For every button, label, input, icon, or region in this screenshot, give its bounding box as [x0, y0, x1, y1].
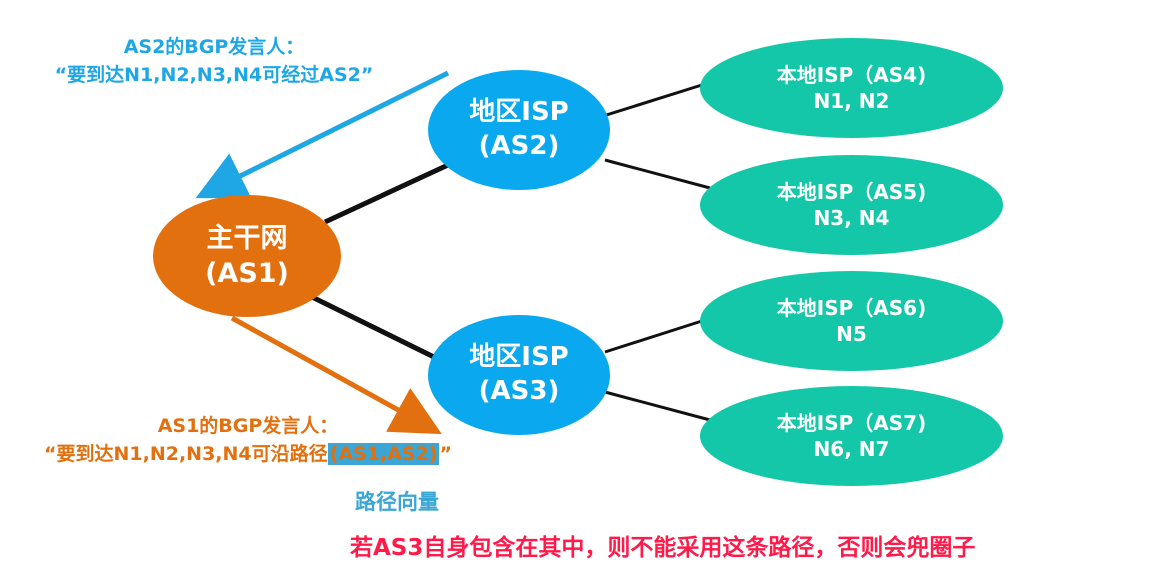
- as2-bgp-speaker-note: AS2的BGP发言人： “要到达N1,N2,N3,N4可经过AS2”: [30, 34, 398, 89]
- as6-name: 本地ISP（AS6): [776, 296, 927, 320]
- link-as3-as7: [604, 390, 711, 422]
- as3-as: (AS3): [478, 376, 560, 406]
- backbone-as: (AS1): [205, 258, 289, 289]
- as2-note-line2: “要到达N1,N2,N3,N4可经过AS2”: [54, 63, 374, 86]
- link-as3-as6: [604, 318, 706, 354]
- as2-as: (AS2): [478, 131, 560, 161]
- as2-name: 地区ISP: [469, 97, 569, 128]
- backbone-node-as1: 主干网 (AS1): [153, 195, 341, 317]
- as-path-highlight: (AS1,AS2): [327, 442, 440, 465]
- as7-name: 本地ISP（AS7): [776, 411, 927, 435]
- as3-name: 地区ISP: [469, 342, 569, 373]
- link-as2-as4: [599, 82, 706, 119]
- local-isp-as4: 本地ISP（AS4) N1, N2: [700, 38, 1003, 138]
- as6-networks: N5: [836, 322, 867, 346]
- as5-name: 本地ISP（AS5): [776, 180, 927, 204]
- regional-isp-as2: 地区ISP (AS2): [428, 70, 610, 190]
- link-as1-as3: [308, 293, 442, 363]
- local-isp-as5: 本地ISP（AS5) N3, N4: [700, 155, 1003, 255]
- link-as1-as2: [323, 162, 450, 225]
- local-isp-as7: 本地ISP（AS7) N6, N7: [700, 386, 1003, 486]
- as4-networks: N1, N2: [813, 89, 890, 113]
- as5-networks: N3, N4: [813, 206, 890, 230]
- as2-note-line1: AS2的BGP发言人：: [123, 36, 305, 58]
- as4-name: 本地ISP（AS4): [776, 63, 927, 87]
- as1-note-line2-prefix: “要到达N1,N2,N3,N4可沿路径: [44, 442, 328, 465]
- regional-isp-as3: 地区ISP (AS3): [428, 315, 610, 435]
- link-as2-as5: [604, 158, 711, 190]
- as2-advertisement-arrow: [195, 70, 450, 199]
- local-isp-as6: 本地ISP（AS6) N5: [700, 271, 1003, 371]
- as1-bgp-speaker-note: AS1的BGP发言人： “要到达N1,N2,N3,N4可沿路径(AS1,AS2)…: [8, 413, 488, 468]
- as7-networks: N6, N7: [813, 437, 890, 461]
- as1-advertisement-arrow: [230, 315, 442, 435]
- as1-note-line1: AS1的BGP发言人：: [157, 415, 339, 437]
- as1-note-line2-suffix: ”: [439, 442, 452, 465]
- backbone-name: 主干网: [206, 222, 288, 254]
- loop-warning-text: 若AS3自身包含在其中，则不能采用这条路径，否则会兜圈子: [350, 535, 976, 561]
- path-vector-label: 路径向量: [355, 490, 439, 514]
